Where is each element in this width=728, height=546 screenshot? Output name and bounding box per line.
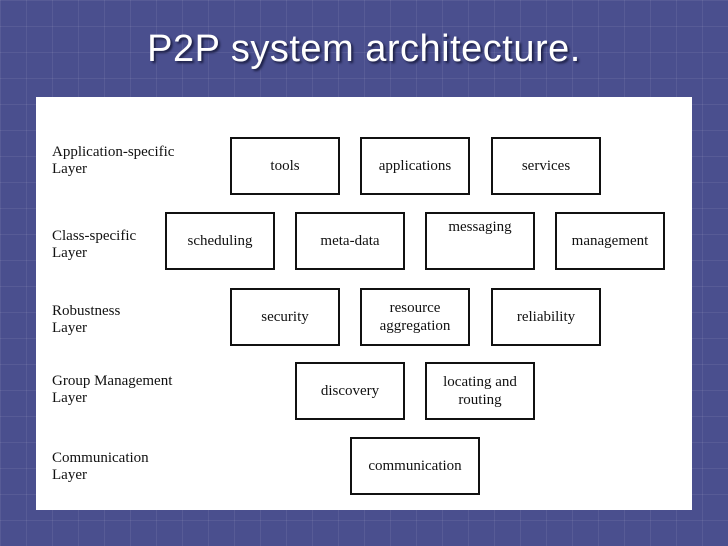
component-tools: tools	[230, 137, 340, 195]
layer-label-group-management: Group Management Layer	[52, 373, 173, 406]
component-locating-and-routing: locating and routing	[425, 362, 535, 420]
layer-label-communication: Communication Layer	[52, 450, 149, 483]
component-messaging: messaging	[425, 212, 535, 270]
component-applications: applications	[360, 137, 470, 195]
layer-label-robustness: Robustness Layer	[52, 303, 121, 336]
layer-label-class-specific: Class-specific Layer	[52, 228, 137, 261]
component-reliability: reliability	[491, 288, 601, 346]
component-resource-aggregation: resource aggregation	[360, 288, 470, 346]
architecture-diagram: Application-specific Layer tools applica…	[36, 97, 692, 510]
slide-title: P2P system architecture.	[147, 28, 581, 70]
component-scheduling: scheduling	[165, 212, 275, 270]
component-management: management	[555, 212, 665, 270]
component-meta-data: meta-data	[295, 212, 405, 270]
layer-label-application-specific: Application-specific Layer	[52, 144, 175, 177]
component-discovery: discovery	[295, 362, 405, 420]
component-services: services	[491, 137, 601, 195]
component-security: security	[230, 288, 340, 346]
component-communication: communication	[350, 437, 480, 495]
